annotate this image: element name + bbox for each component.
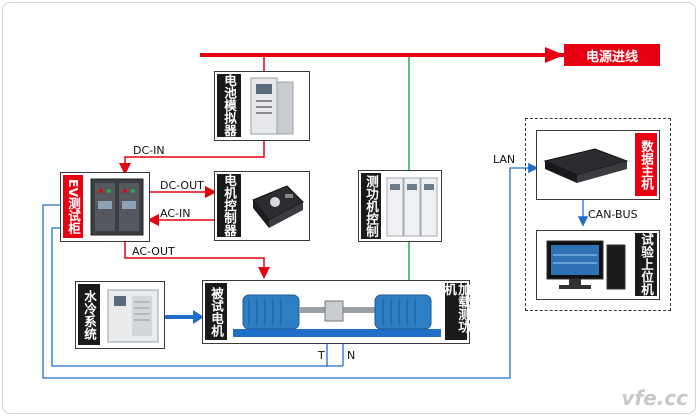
cooling-image <box>107 289 159 343</box>
speed-label: N <box>347 349 356 362</box>
battery-sim-box: 电池模拟器 <box>214 71 310 141</box>
pc-box: 试验上位机 <box>536 230 660 300</box>
network-group <box>525 118 671 311</box>
data-host-image <box>543 148 629 183</box>
ac-out-line <box>124 242 270 279</box>
ac-out-label: AC-OUT <box>132 245 175 258</box>
power-arrow <box>545 47 564 63</box>
dc-out-label: DC-OUT <box>160 179 204 192</box>
dyno-ctrl-box: 测功机控制 <box>358 170 442 242</box>
lan-label: LAN <box>493 153 516 166</box>
battery-sim-label: 电池模拟器 <box>217 74 241 137</box>
cooling-label: 水冷系统 <box>78 284 100 345</box>
power-in-label: 电源进线 <box>564 44 660 66</box>
motor-bench-box: 被试电机 加载测功机 <box>202 280 471 344</box>
battery-sim-image <box>250 77 294 135</box>
cooling-box: 水冷系统 <box>75 281 165 349</box>
lan-line <box>42 162 539 379</box>
motor-bench-image <box>233 294 441 337</box>
data-host-label: 数据主机 <box>635 133 657 196</box>
pc-image <box>546 240 626 290</box>
ev-cabinet-label: EV测试柜 <box>63 175 83 238</box>
dc-in-line <box>119 140 265 175</box>
cooling-arrow <box>193 310 204 324</box>
motor-ctrl-image <box>252 185 304 228</box>
watermark: vfe.cc <box>621 386 688 410</box>
motor-ctrl-label: 电机控制器 <box>217 174 241 237</box>
dut-motor-label: 被试电机 <box>205 283 227 340</box>
ev-cabinet-image <box>90 178 144 236</box>
dc-in-label: DC-IN <box>133 144 165 157</box>
data-host-box: 数据主机 <box>536 130 660 200</box>
pc-label: 试验上位机 <box>635 233 657 296</box>
dyno-ctrl-label: 测功机控制 <box>361 173 381 239</box>
dyno-ctrl-image <box>386 177 438 237</box>
motor-ctrl-box: 电机控制器 <box>214 171 310 241</box>
ac-in-label: AC-IN <box>160 207 191 220</box>
can-bus-label: CAN-BUS <box>588 208 638 221</box>
ev-signal-line <box>51 227 343 367</box>
torque-label: T <box>318 349 325 362</box>
load-dyno-label: 加载测功机 <box>442 283 471 340</box>
ev-cabinet-box: EV测试柜 <box>60 172 150 242</box>
